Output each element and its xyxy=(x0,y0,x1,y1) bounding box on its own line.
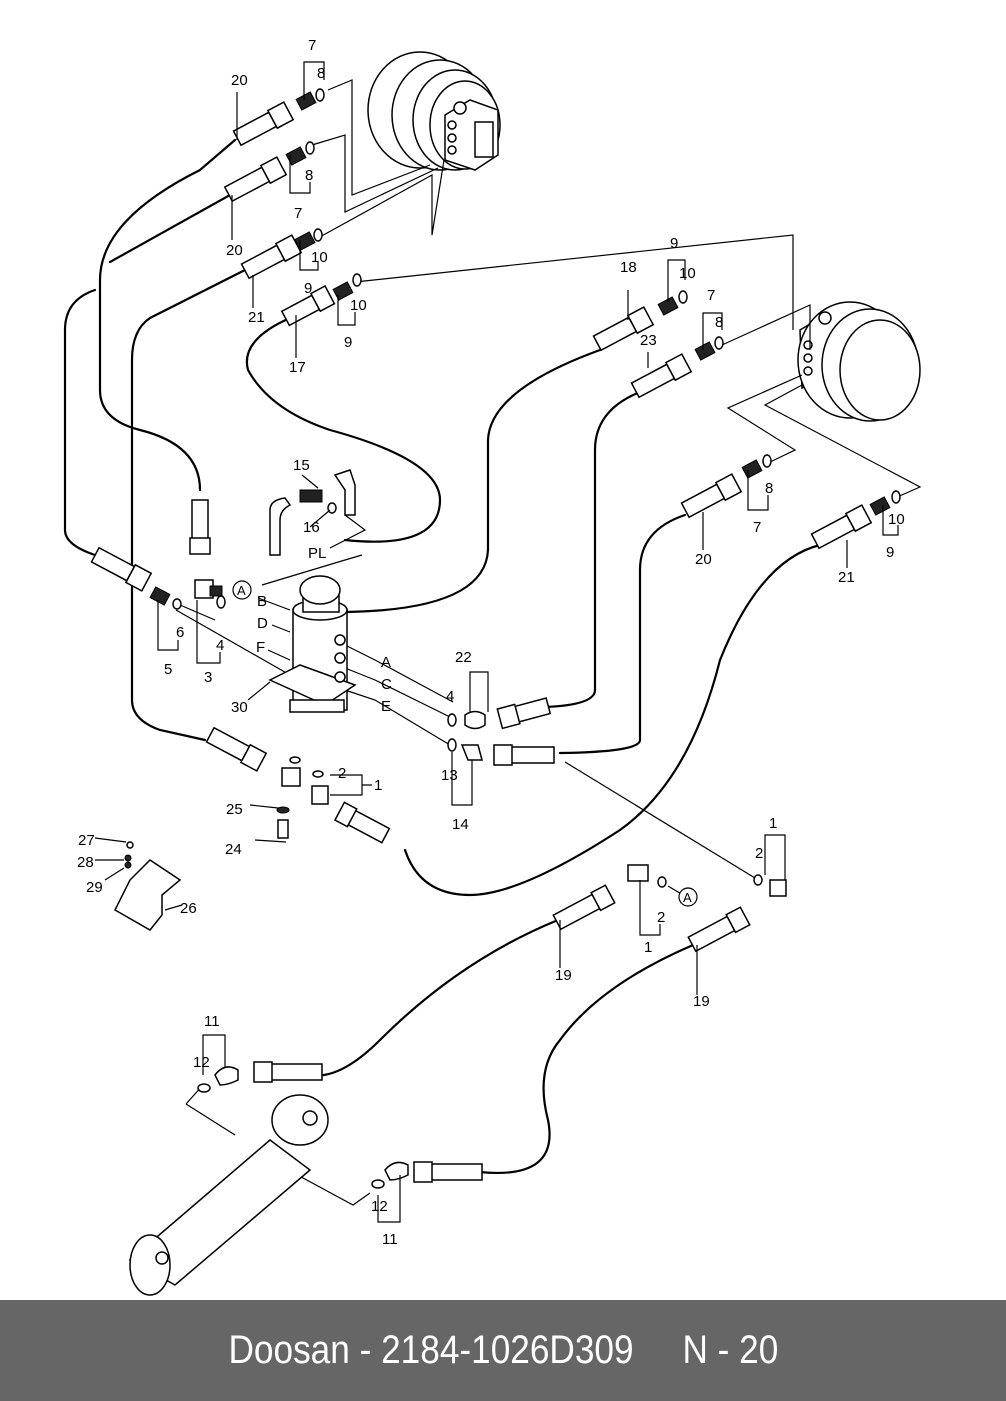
parts-diagram: 20 7 8 8 7 20 10 9 21 10 9 17 9 10 18 7 … xyxy=(63,37,922,1296)
callout-8: 8 xyxy=(765,480,773,497)
hose-fittings xyxy=(90,101,873,1183)
callout-28: 28 xyxy=(77,854,94,871)
port-label-c: C xyxy=(381,676,392,693)
callout-2: 2 xyxy=(755,845,763,862)
callout-2: 2 xyxy=(338,765,346,782)
callout-pl: PL xyxy=(308,545,326,562)
callout-2: 2 xyxy=(657,909,665,926)
callout-12: 12 xyxy=(193,1054,210,1071)
travel-motor-right xyxy=(797,301,921,422)
callout-1: 1 xyxy=(374,777,382,794)
callout-1: 1 xyxy=(644,939,652,956)
footer-bar: Doosan - 2184-1026D309 N - 20 xyxy=(0,1300,1006,1401)
reference-marker-a-text: A xyxy=(237,583,246,598)
callout-14: 14 xyxy=(452,816,469,833)
footer-part-reference: Doosan - 2184-1026D309 N - 20 xyxy=(228,1328,778,1372)
callout-3: 3 xyxy=(204,669,212,686)
callout-10: 10 xyxy=(888,511,905,528)
callout-9: 9 xyxy=(344,334,352,351)
callout-8: 8 xyxy=(715,314,723,331)
callout-20: 20 xyxy=(695,551,712,568)
callout-7: 7 xyxy=(294,205,302,222)
swivel-joint xyxy=(268,575,357,713)
callout-17: 17 xyxy=(289,359,306,376)
callout-21: 21 xyxy=(248,309,265,326)
callout-8: 8 xyxy=(317,65,325,82)
callout-12: 12 xyxy=(371,1198,388,1215)
callout-9: 9 xyxy=(886,544,894,561)
port-label-b: B xyxy=(257,593,267,610)
callout-7: 7 xyxy=(707,287,715,304)
callout-16: 16 xyxy=(303,519,320,536)
reference-marker-a-1: A xyxy=(232,580,252,600)
callout-24: 24 xyxy=(225,841,242,858)
hose-lines xyxy=(63,138,822,1174)
callout-9: 9 xyxy=(304,280,312,297)
callout-21: 21 xyxy=(838,569,855,586)
callout-9: 9 xyxy=(670,235,678,252)
callout-10: 10 xyxy=(679,265,696,282)
callout-22: 22 xyxy=(455,649,472,666)
callout-20: 20 xyxy=(226,242,243,259)
callout-1: 1 xyxy=(769,815,777,832)
callout-4: 4 xyxy=(446,688,454,705)
port-label-f: F xyxy=(256,639,265,656)
reference-marker-a-text: A xyxy=(683,890,692,905)
callout-11: 11 xyxy=(382,1231,398,1248)
callout-26: 26 xyxy=(180,900,197,917)
callout-11: 11 xyxy=(204,1013,220,1030)
callout-19: 19 xyxy=(555,967,572,984)
callout-10: 10 xyxy=(311,249,328,266)
callout-10: 10 xyxy=(350,297,367,314)
group-brackets xyxy=(94,61,899,1223)
travel-motor-left xyxy=(367,51,501,171)
callout-27: 27 xyxy=(78,832,95,849)
callout-15: 15 xyxy=(293,457,310,474)
adapters-and-orings xyxy=(149,88,901,1189)
callout-7: 7 xyxy=(308,37,316,54)
port-label-e: E xyxy=(381,698,391,715)
callout-6: 6 xyxy=(176,624,184,641)
callout-18: 18 xyxy=(620,259,637,276)
callout-20: 20 xyxy=(231,72,248,89)
reference-marker-a-2: A xyxy=(678,887,698,907)
callout-4: 4 xyxy=(216,637,224,654)
callout-8: 8 xyxy=(305,167,313,184)
callout-30: 30 xyxy=(231,699,248,716)
bracket-26 xyxy=(114,841,182,931)
callout-19: 19 xyxy=(693,993,710,1010)
callout-25: 25 xyxy=(226,801,243,818)
port-label-d: D xyxy=(257,615,268,632)
callout-13: 13 xyxy=(441,767,458,784)
port-label-a: A xyxy=(381,654,391,671)
callout-labels: 20 7 8 8 7 20 10 9 21 10 9 17 9 10 18 7 … xyxy=(77,37,905,1248)
callout-23: 23 xyxy=(640,332,657,349)
cylinder xyxy=(128,1094,329,1296)
callout-29: 29 xyxy=(86,879,103,896)
callout-7: 7 xyxy=(753,519,761,536)
callout-5: 5 xyxy=(164,661,172,678)
